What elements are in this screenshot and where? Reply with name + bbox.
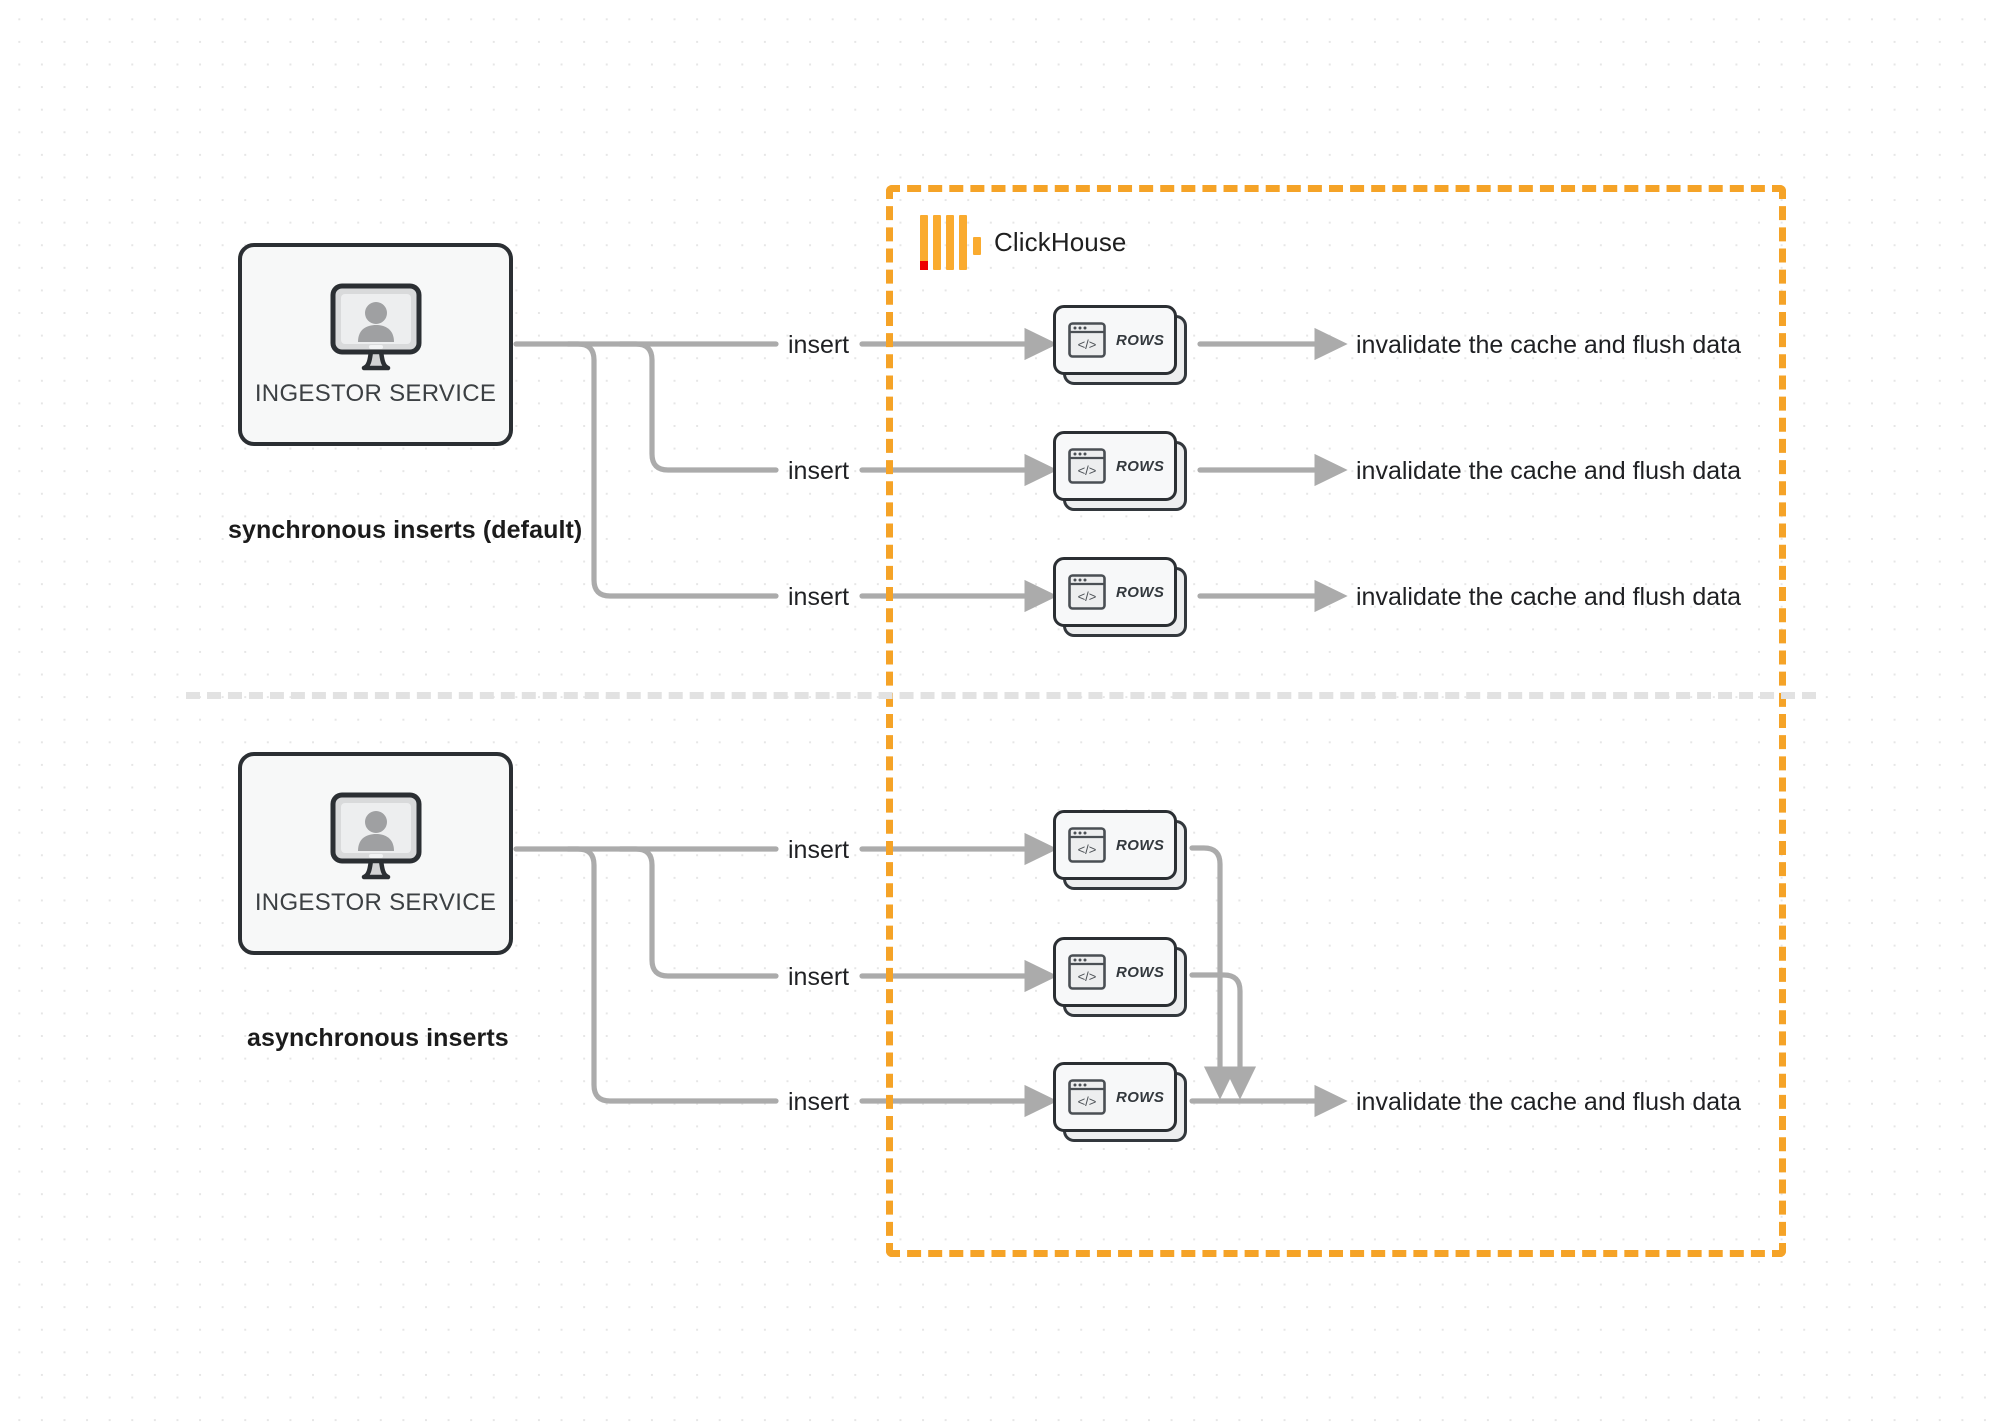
rows-card-front-layer: </> ROWS	[1053, 810, 1177, 880]
insert-label-sync-3: insert	[788, 583, 850, 611]
code-window-icon: </>	[1067, 320, 1107, 360]
insert-label-async-3: insert	[788, 1088, 850, 1116]
flush-label-sync-2: invalidate the cache and flush data	[1356, 457, 1741, 485]
rows-card-label: ROWS	[1116, 331, 1165, 349]
rows-card-async-1[interactable]: </> ROWS	[1053, 810, 1187, 890]
svg-text:</>: </>	[1078, 1094, 1097, 1109]
ingestor-service-label: INGESTOR SERVICE	[254, 888, 497, 916]
svg-text:</>: </>	[1078, 337, 1097, 352]
rows-card-label: ROWS	[1116, 836, 1165, 854]
clickhouse-brand: ClickHouse	[920, 215, 1127, 270]
rows-card-sync-1[interactable]: </> ROWS	[1053, 305, 1187, 385]
section-caption-asynchronous: asynchronous inserts	[247, 1024, 509, 1052]
async-branch-row3	[565, 846, 779, 1104]
rows-card-label: ROWS	[1116, 963, 1165, 981]
monitor-user-icon	[328, 791, 424, 883]
svg-text:</>: </>	[1078, 969, 1097, 984]
svg-text:</>: </>	[1078, 463, 1097, 478]
rows-card-front-layer: </> ROWS	[1053, 305, 1177, 375]
sync-branch-row3	[565, 341, 779, 599]
svg-text:</>: </>	[1078, 842, 1097, 857]
rows-card-front-layer: </> ROWS	[1053, 557, 1177, 627]
ingestor-service-box-asynchronous[interactable]: INGESTOR SERVICE	[238, 752, 513, 955]
code-window-icon: </>	[1067, 825, 1107, 865]
code-window-icon: </>	[1067, 446, 1107, 486]
rows-card-async-2[interactable]: </> ROWS	[1053, 937, 1187, 1017]
section-caption-synchronous: synchronous inserts (default)	[228, 516, 583, 544]
rows-card-label: ROWS	[1116, 457, 1165, 475]
flush-label-sync-1: invalidate the cache and flush data	[1356, 331, 1741, 359]
insert-label-async-2: insert	[788, 963, 850, 991]
rows-card-front-layer: </> ROWS	[1053, 431, 1177, 501]
insert-label-sync-2: insert	[788, 457, 850, 485]
rows-card-sync-3[interactable]: </> ROWS	[1053, 557, 1187, 637]
ingestor-service-label: INGESTOR SERVICE	[254, 379, 497, 407]
svg-text:</>: </>	[1078, 589, 1097, 604]
code-window-icon: </>	[1067, 572, 1107, 612]
section-divider	[186, 692, 1816, 699]
rows-card-async-3[interactable]: </> ROWS	[1053, 1062, 1187, 1142]
monitor-user-icon	[328, 282, 424, 374]
flush-label-sync-3: invalidate the cache and flush data	[1356, 583, 1741, 611]
clickhouse-region-boundary	[886, 185, 1786, 1257]
rows-card-front-layer: </> ROWS	[1053, 1062, 1177, 1132]
rows-card-front-layer: </> ROWS	[1053, 937, 1177, 1007]
code-window-icon: </>	[1067, 1077, 1107, 1117]
async-branch-row2	[617, 846, 779, 979]
rows-card-label: ROWS	[1116, 583, 1165, 601]
clickhouse-logo-icon	[920, 215, 981, 270]
insert-label-async-1: insert	[788, 836, 850, 864]
code-window-icon: </>	[1067, 952, 1107, 992]
clickhouse-region-label: ClickHouse	[994, 227, 1127, 257]
rows-card-sync-2[interactable]: </> ROWS	[1053, 431, 1187, 511]
flush-label-async-merged: invalidate the cache and flush data	[1356, 1088, 1741, 1116]
insert-label-sync-1: insert	[788, 331, 850, 359]
rows-card-label: ROWS	[1116, 1088, 1165, 1106]
ingestor-service-box-synchronous[interactable]: INGESTOR SERVICE	[238, 243, 513, 446]
sync-branch-row2	[617, 341, 779, 473]
